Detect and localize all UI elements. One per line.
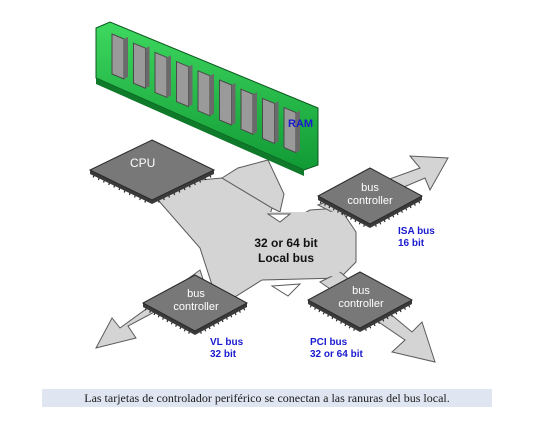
ram-chip xyxy=(240,88,254,135)
pci-controller-label-line1: bus xyxy=(352,285,370,297)
bus-notch-bottom xyxy=(270,283,302,297)
ram-chip xyxy=(262,97,275,145)
vl-controller-label-line2: controller xyxy=(173,301,219,313)
ram-chip xyxy=(154,51,168,99)
ram-chip-side xyxy=(253,92,257,135)
ram-chip xyxy=(219,79,232,126)
isa-controller-label-line1: bus xyxy=(361,182,379,194)
ram-chip xyxy=(283,106,297,154)
vl-bus-label: VL bus xyxy=(210,337,244,348)
ram-module xyxy=(95,21,319,176)
pci-bus-width: 32 or 64 bit xyxy=(310,349,363,360)
figure-caption: Las tarjetas de controlador periférico s… xyxy=(42,389,492,407)
chips xyxy=(88,139,424,335)
ram-chip-side xyxy=(296,110,300,153)
ram-bus-arm xyxy=(221,159,285,213)
ram-chip-side xyxy=(210,73,214,116)
local-bus-label-line1: 32 or 64 bit xyxy=(254,236,317,250)
ram-chip-side xyxy=(274,101,279,144)
isa-controller-chip xyxy=(316,167,424,228)
ram-chip-side xyxy=(124,37,128,79)
cpu-chip xyxy=(88,139,216,204)
ram-chip-side xyxy=(231,83,236,125)
cpu-label: CPU xyxy=(130,156,155,170)
ram-chip xyxy=(197,70,211,117)
ram-chips xyxy=(111,33,300,154)
pci-controller-chip-body xyxy=(306,271,414,329)
vl-controller-chip xyxy=(141,274,249,335)
ram-chip xyxy=(176,60,189,108)
vl-controller-chip-body xyxy=(141,274,249,332)
ram-chip xyxy=(111,33,125,80)
pci-controller-chip xyxy=(306,271,414,332)
ram-label: RAM xyxy=(288,118,313,130)
vl-bus-width: 32 bit xyxy=(210,349,237,360)
ram-board-edge xyxy=(96,78,304,176)
isa-controller-chip-body xyxy=(316,167,424,225)
ram-chip-side xyxy=(188,64,193,107)
vl-controller-label-line1: bus xyxy=(187,288,205,300)
bus-notch-top xyxy=(266,213,292,223)
ram-chip-side xyxy=(145,46,150,89)
isa-controller-label-line2: controller xyxy=(347,195,393,207)
pci-controller-label-line2: controller xyxy=(338,298,384,310)
cpu-chip-body xyxy=(88,139,216,201)
ram-chip-side xyxy=(167,55,171,98)
pci-bus-label: PCI bus xyxy=(310,337,348,348)
ram-chip xyxy=(133,42,146,89)
local-bus-label-line2: Local bus xyxy=(258,251,314,265)
isa-bus-width: 16 bit xyxy=(398,238,425,249)
local-bus-center xyxy=(214,212,352,292)
isa-bus-label: ISA bus xyxy=(398,226,435,237)
